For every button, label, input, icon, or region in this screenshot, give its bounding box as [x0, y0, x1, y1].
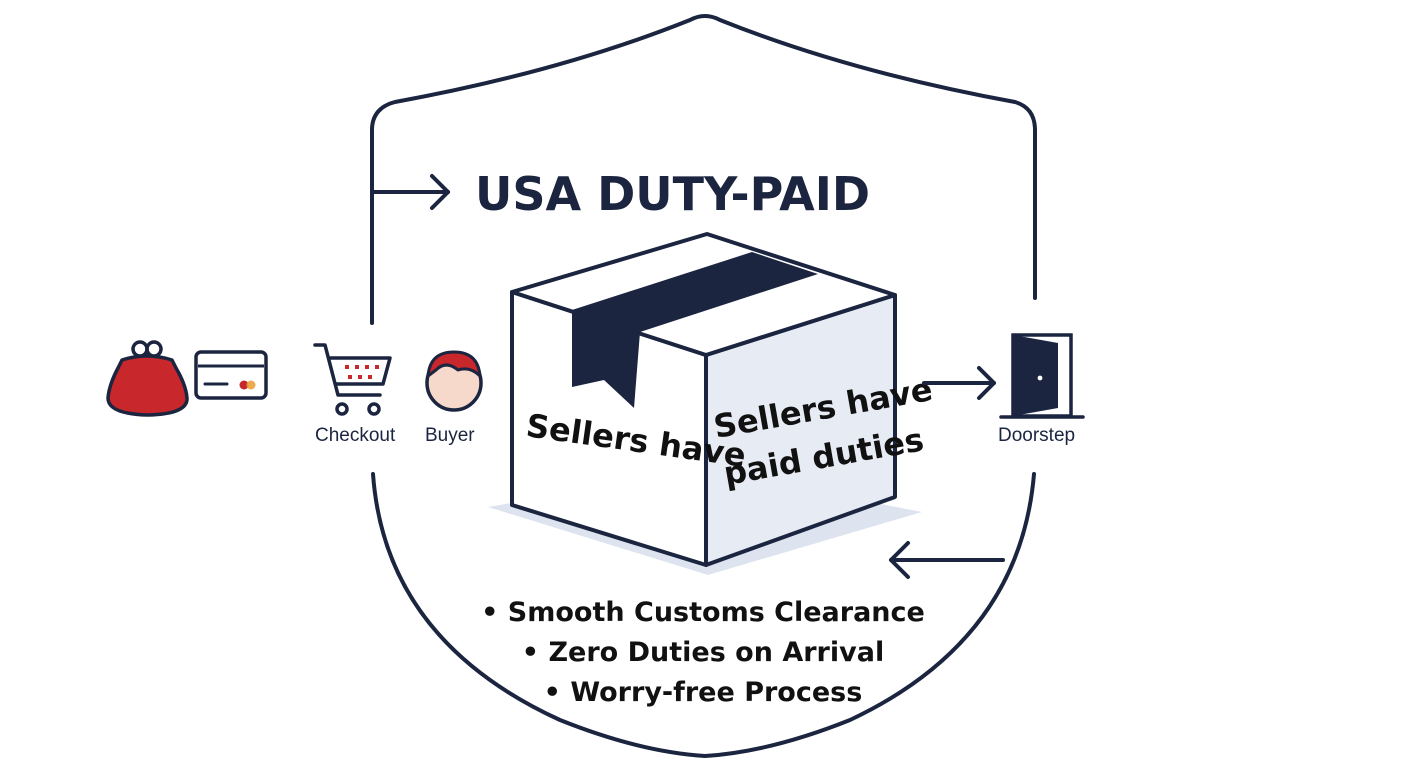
- checkout-label: Checkout: [315, 425, 396, 446]
- shopping-cart-icon: [313, 343, 392, 416]
- benefits-list: • Smooth Customs Clearance • Zero Duties…: [481, 597, 925, 708]
- doorstep-label: Doorstep: [998, 425, 1075, 446]
- shield-bottom-curve: [371, 472, 1036, 758]
- benefit-item: • Worry-free Process: [544, 677, 863, 708]
- box-tape-front: [572, 310, 640, 408]
- shield-top-left-edge: [370, 14, 1037, 325]
- arrow-right-icon: [922, 366, 996, 400]
- credit-card-icon: [194, 350, 268, 400]
- shield-outline: [370, 14, 1037, 758]
- open-door-icon: [999, 333, 1085, 419]
- title: USA DUTY-PAID: [475, 167, 870, 221]
- arrow-right-icon: [372, 174, 450, 210]
- benefit-item: • Zero Duties on Arrival: [522, 637, 884, 668]
- buyer-label: Buyer: [425, 425, 475, 446]
- arrow-left-icon: [889, 541, 1005, 579]
- benefit-item: • Smooth Customs Clearance: [481, 597, 925, 628]
- box-tape-top: [572, 252, 818, 332]
- coin-purse-icon: [106, 340, 189, 417]
- buyer-avatar-icon: [425, 350, 483, 412]
